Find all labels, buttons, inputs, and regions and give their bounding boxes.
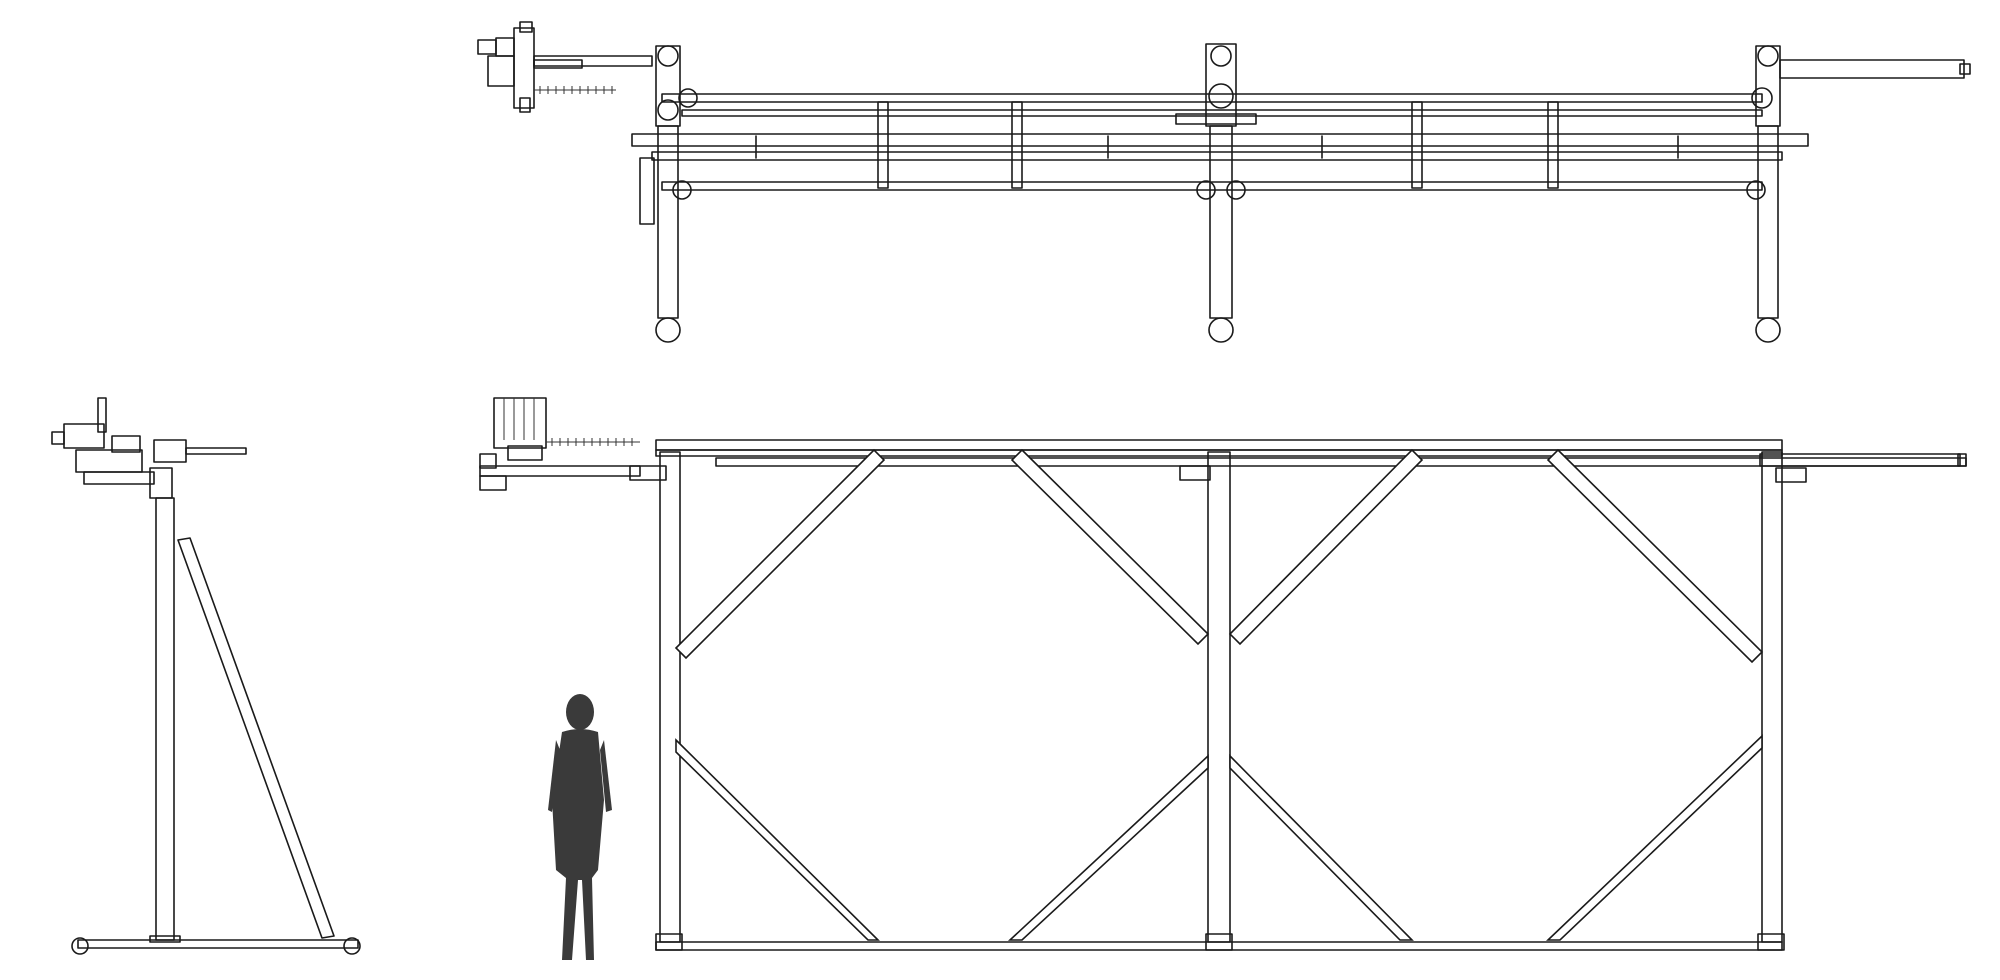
top-cross-ties (755, 101, 1679, 189)
top-tool-head (477, 21, 616, 113)
front-tool-head (479, 397, 641, 491)
top-post-middle (1175, 43, 1257, 343)
front-top-beams (629, 439, 1967, 483)
top-view (477, 21, 1971, 343)
top-rails (631, 93, 1809, 225)
side-tool-head (51, 397, 155, 485)
front-view (479, 397, 1967, 951)
side-view (51, 397, 361, 955)
human-silhouette-icon (548, 694, 612, 960)
top-post-right (1746, 45, 1971, 343)
front-braces (674, 448, 1764, 941)
top-post-left (655, 45, 698, 343)
